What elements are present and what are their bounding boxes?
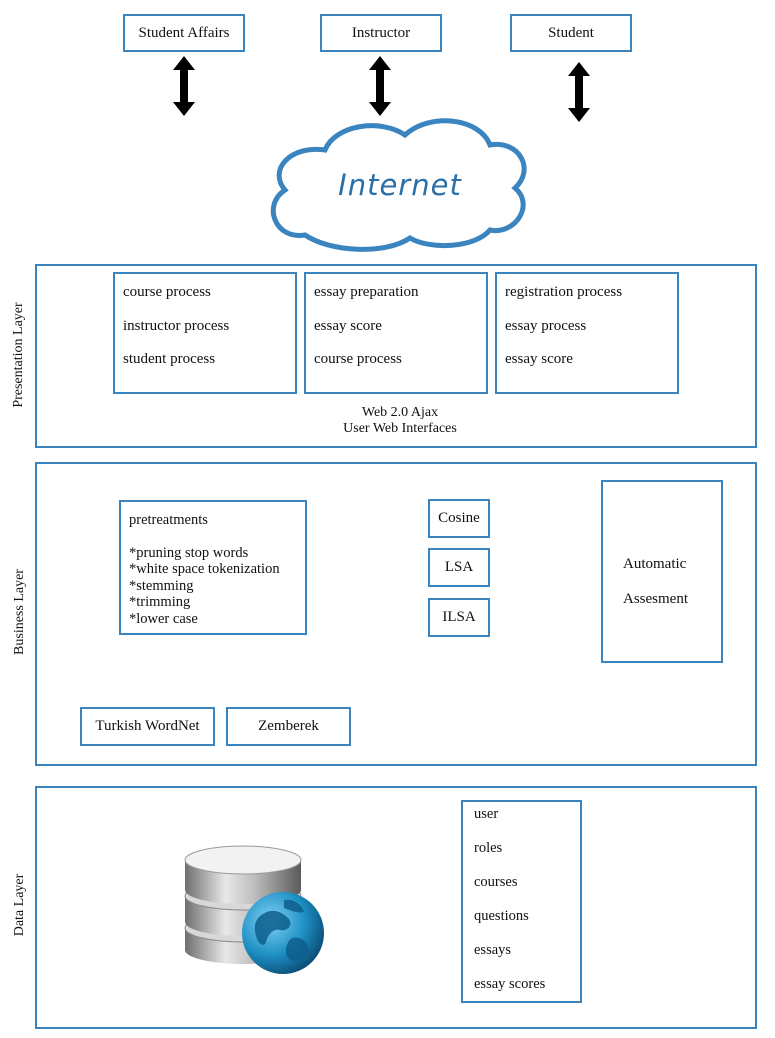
pretreatment-item: *white space tokenization <box>129 561 280 577</box>
process-column-1: course process instructor process studen… <box>113 272 297 394</box>
actor-label: Instructor <box>351 24 411 41</box>
entity-item: roles <box>474 840 503 856</box>
arrow-instructor <box>369 56 391 116</box>
method-label: LSA <box>444 559 474 575</box>
method-label: Cosine <box>438 510 480 526</box>
pretreatment-item: *trimming <box>129 594 191 610</box>
process-item: essay score <box>505 351 573 367</box>
arrow-student-affairs <box>173 56 195 116</box>
footer-line: Web 2.0 Ajax <box>361 405 439 420</box>
entity-item: courses <box>474 874 518 890</box>
presentation-footer: Web 2.0 Ajax User Web Interfaces <box>250 405 550 437</box>
internet-label: Internet <box>338 168 462 202</box>
footer-line: User Web Interfaces <box>343 421 457 436</box>
actor-student: Student <box>510 14 632 52</box>
internet-cloud-icon <box>270 118 527 252</box>
arrow-student <box>568 62 590 122</box>
entity-item: questions <box>474 908 529 924</box>
resource-label: Zemberek <box>258 718 319 734</box>
assessment-line: Automatic <box>623 556 687 572</box>
process-item: registration process <box>505 284 623 300</box>
presentation-layer-label: Presentation Layer <box>11 302 26 408</box>
assessment-line: Assesment <box>623 591 688 607</box>
data-layer <box>35 786 757 1029</box>
actor-student-affairs: Student Affairs <box>123 14 245 52</box>
data-layer-label: Data Layer <box>12 873 27 937</box>
pretreatment-item: *lower case <box>129 610 198 627</box>
pretreatment-item: *stemming <box>129 577 194 594</box>
entity-item: essays <box>474 942 512 958</box>
process-item: instructor process <box>123 317 230 334</box>
actor-label: Student <box>548 24 594 41</box>
method-cosine: Cosine <box>428 499 490 538</box>
resource-label: Turkish WordNet <box>95 718 200 734</box>
business-layer-label: Business Layer <box>12 569 27 655</box>
process-item: essay process <box>505 317 587 334</box>
entity-item: user <box>474 806 499 822</box>
process-item: course process <box>314 351 402 367</box>
zemberek-box: Zemberek <box>226 707 351 746</box>
method-lsa: LSA <box>428 548 490 587</box>
automatic-assessment-box: Automatic Assesment <box>601 480 723 663</box>
turkish-wordnet-box: Turkish WordNet <box>80 707 215 746</box>
process-column-2: essay preparation essay score course pro… <box>304 272 488 394</box>
actor-instructor: Instructor <box>320 14 442 52</box>
entity-item: essay scores <box>474 976 546 992</box>
data-entities-box: user roles courses questions essays essa… <box>461 800 582 1003</box>
process-column-3: registration process essay process essay… <box>495 272 679 394</box>
process-item: essay score <box>314 317 382 334</box>
process-item: course process <box>123 284 211 300</box>
method-ilsa: ILSA <box>428 598 490 637</box>
process-item: essay preparation <box>314 284 419 300</box>
pretreatment-item: *pruning stop words <box>129 544 249 561</box>
pretreatments-box: pretreatments *pruning stop words *white… <box>119 500 307 635</box>
method-label: ILSA <box>442 609 476 625</box>
process-item: student process <box>123 351 216 367</box>
database-globe-icon <box>184 845 324 974</box>
actor-label: Student Affairs <box>138 24 230 41</box>
pretreatments-title: pretreatments <box>129 512 208 528</box>
